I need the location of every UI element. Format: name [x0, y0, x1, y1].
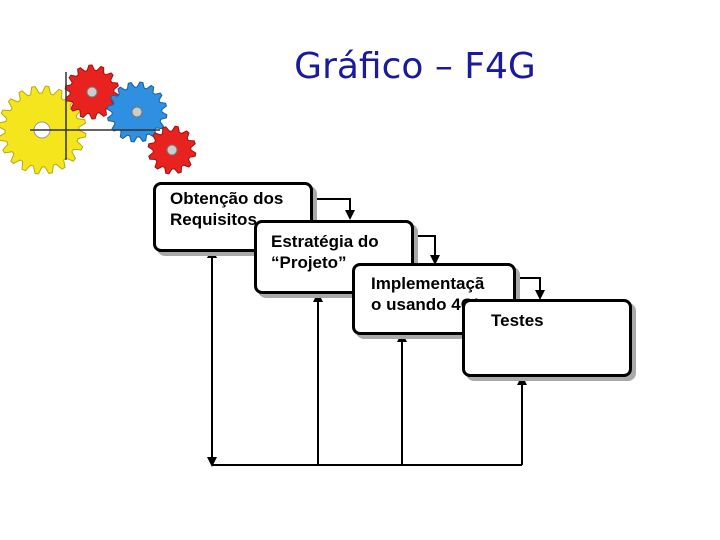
- stage-box-testes: [462, 299, 632, 377]
- gear-icon: [106, 81, 168, 143]
- stage-box-projeto: [254, 220, 414, 294]
- forward-arrow: [514, 277, 545, 300]
- stage-label-projeto: Estratégia do “Projeto”: [271, 232, 379, 272]
- forward-arrow: [312, 198, 355, 220]
- gears-logo: [0, 64, 197, 175]
- gear-icon: [64, 64, 120, 120]
- forward-arrow: [412, 235, 440, 265]
- gear-icon: [147, 125, 197, 175]
- stage-label-requisitos: Obtenção dos Requisitos: [170, 189, 284, 229]
- page-title: Gráfico – F4G: [294, 46, 536, 87]
- stage-label-testes: Testes: [491, 311, 544, 330]
